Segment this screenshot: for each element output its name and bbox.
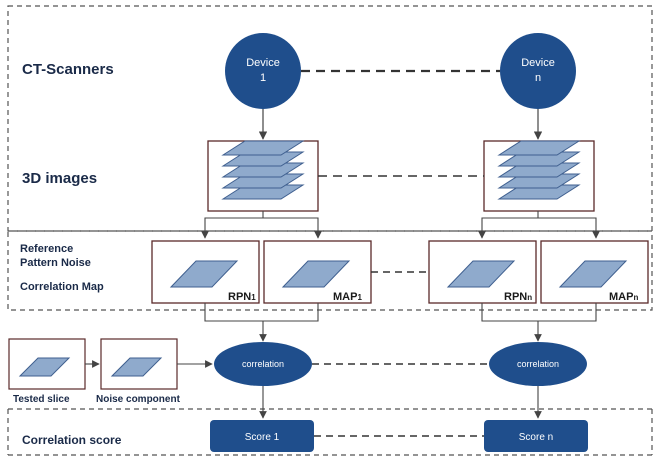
noise-component-label: Noise component: [96, 394, 181, 405]
section-label-correlation-score: Correlation score: [22, 433, 122, 447]
merge-connectors-n: [481, 303, 597, 342]
score-1-label: Score 1: [245, 432, 280, 443]
device-n-index: n: [535, 72, 541, 84]
map-box-1: MAP1: [263, 240, 372, 304]
frame-devices-images: [7, 5, 653, 232]
section-label-reference-2: Pattern Noise: [20, 257, 91, 269]
image-stack-1: [207, 140, 319, 212]
slice-layer: [497, 140, 581, 156]
rpn-1-label: RPN1: [228, 291, 256, 303]
rpn-n-label: RPNn: [504, 291, 532, 303]
device-n-node: Device n: [500, 33, 576, 109]
map-1-label: MAP1: [333, 291, 362, 303]
correlation-n-label: correlation: [517, 359, 559, 369]
section-frames: [7, 5, 653, 456]
device-1-label: Device: [246, 57, 280, 69]
section-label-reference-1: Reference: [20, 243, 73, 255]
split-connectors-1: [201, 211, 322, 239]
correlation-node-1: correlation: [214, 342, 312, 386]
map-box-n: MAPn: [540, 240, 649, 304]
rpn-box-1: RPN1: [151, 240, 260, 304]
image-stack-n: [483, 140, 595, 212]
correlation-1-label: correlation: [242, 359, 284, 369]
tested-slice-label: Tested slice: [13, 394, 70, 405]
noise-component-box: [100, 338, 178, 390]
slice-layer: [221, 140, 305, 156]
section-label-3d-images: 3D images: [22, 170, 97, 187]
tested-slice-box: [8, 338, 86, 390]
score-n-box: Score n: [484, 420, 588, 452]
device-n-label: Device: [521, 57, 555, 69]
section-label-correlation-map: Correlation Map: [20, 281, 104, 293]
device-1-index: 1: [260, 72, 266, 84]
map-n-label: MAPn: [609, 291, 638, 303]
device-1-node: Device 1: [225, 33, 301, 109]
rpn-box-n: RPNn: [428, 240, 537, 304]
score-n-label: Score n: [519, 432, 553, 443]
score-1-box: Score 1: [210, 420, 314, 452]
split-connectors-n: [478, 211, 600, 239]
correlation-node-n: correlation: [489, 342, 587, 386]
merge-connectors-1: [204, 303, 319, 342]
frame-reference-maps: [7, 230, 653, 311]
section-label-ct-scanners: CT-Scanners: [22, 61, 114, 78]
